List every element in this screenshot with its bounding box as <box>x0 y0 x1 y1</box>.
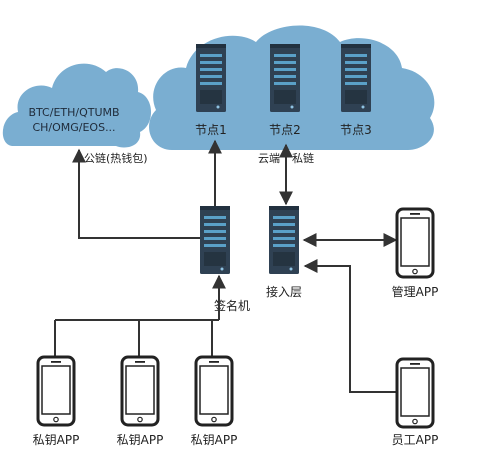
node3-label: 节点3 <box>340 123 372 137</box>
node2-label: 节点2 <box>269 123 301 137</box>
staff-app-phone-icon <box>395 357 435 429</box>
staff-app-label: 员工APP <box>392 433 439 447</box>
manage-app-phone-icon <box>395 207 435 279</box>
signer-server-icon <box>200 206 230 274</box>
node2-server-icon <box>270 44 300 112</box>
public-chain-label-line2: CH/OMG/EOS... <box>32 121 115 134</box>
key-app-3-label: 私钥APP <box>191 433 238 447</box>
access-layer-label: 接入层 <box>266 284 302 299</box>
manage-app-label: 管理APP <box>392 284 439 299</box>
public-chain-cloud <box>2 63 152 148</box>
key-app-1-label: 私钥APP <box>33 433 80 447</box>
key-app-2-phone-icon <box>120 355 160 427</box>
node1-server-icon <box>196 44 226 112</box>
node3-server-icon <box>341 44 371 112</box>
public-chain-label-line1: BTC/ETH/QTUMB <box>28 106 119 119</box>
signer-label: 签名机 <box>214 298 250 313</box>
access-layer-server-icon <box>269 206 299 274</box>
staff-to-access-arrow <box>303 259 396 393</box>
key-app-3-phone-icon <box>194 355 234 427</box>
private-chain-edge-label: 私链 <box>292 151 314 165</box>
signer-to-public-chain-arrow <box>72 148 200 239</box>
key-app-2-label: 私钥APP <box>117 433 164 447</box>
key-app-1-phone-icon <box>36 355 76 427</box>
cloud-side-edge-label: 云端 <box>258 152 280 165</box>
connector-lines <box>54 139 398 393</box>
public-chain-edge-label: 公链(热钱包) <box>84 151 148 165</box>
node1-label: 节点1 <box>195 123 227 137</box>
